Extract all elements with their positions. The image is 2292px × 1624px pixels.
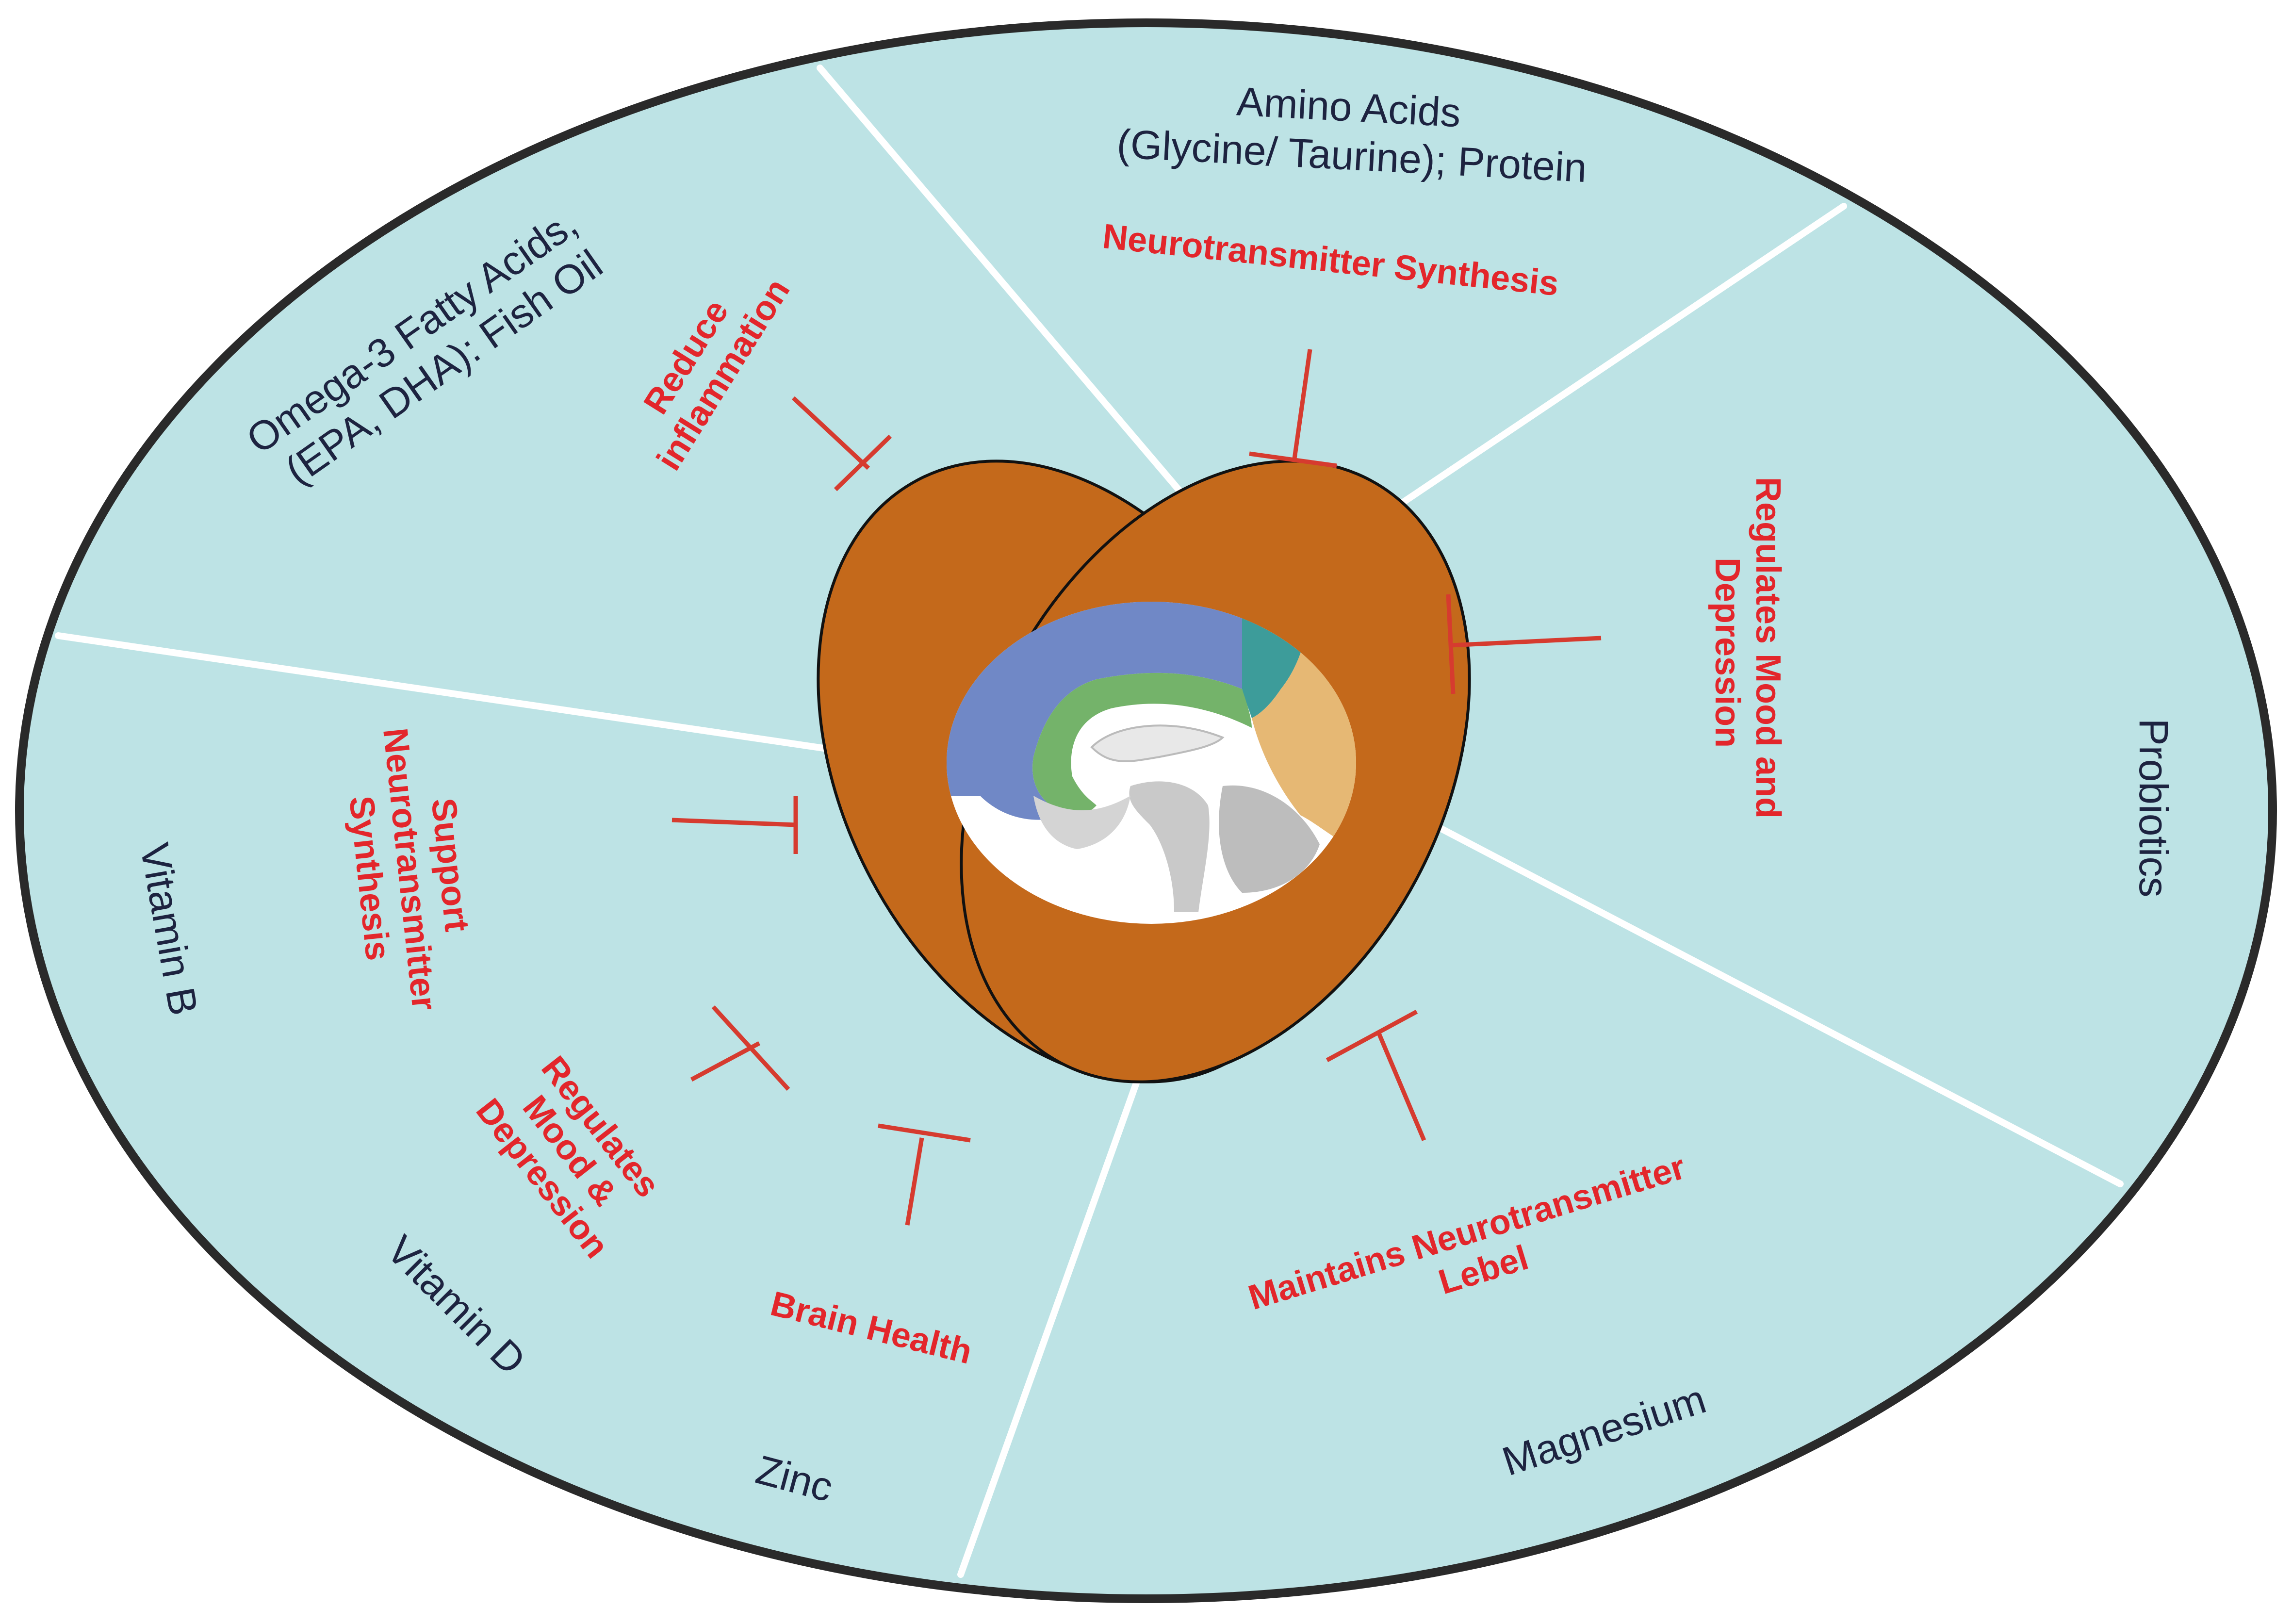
- divider-top-left: [817, 65, 1182, 493]
- divider-top-right: [1375, 203, 1847, 523]
- brain-corpus: [1090, 724, 1225, 762]
- divider-bottom: [957, 1001, 1168, 1578]
- inhibitor-regulates-mood-left: [690, 1005, 790, 1091]
- inhibitor-maintains-level: [1326, 1010, 1426, 1141]
- divider-left: [55, 632, 886, 760]
- sector-dividers: [55, 65, 2124, 1578]
- brain-subcortex: [1033, 796, 1130, 849]
- inhibitor-markers: [671, 349, 1602, 1226]
- inhibitor-brain-health: [878, 1123, 971, 1226]
- brain-limbic-ring: [1032, 673, 1252, 817]
- label-probiotics: Probiotics: [2131, 719, 2177, 898]
- outer-oval-outline: [15, 18, 2277, 1603]
- inhibitor-regulates-mood-right: [1446, 594, 1602, 694]
- inhibitor-support-synthesis: [671, 796, 798, 854]
- brain-stem: [1129, 781, 1210, 912]
- brain-frontal-region: [947, 602, 1271, 820]
- inhibitor-neurotransmitter-synthesis: [1249, 349, 1337, 468]
- inhibitor-reduce-inflammation: [791, 396, 892, 492]
- effect-regulates-mood-right: Regulates Mood and Depression: [1708, 477, 1787, 828]
- brain-cerebellum: [1219, 785, 1320, 893]
- divider-right: [1384, 797, 2124, 1187]
